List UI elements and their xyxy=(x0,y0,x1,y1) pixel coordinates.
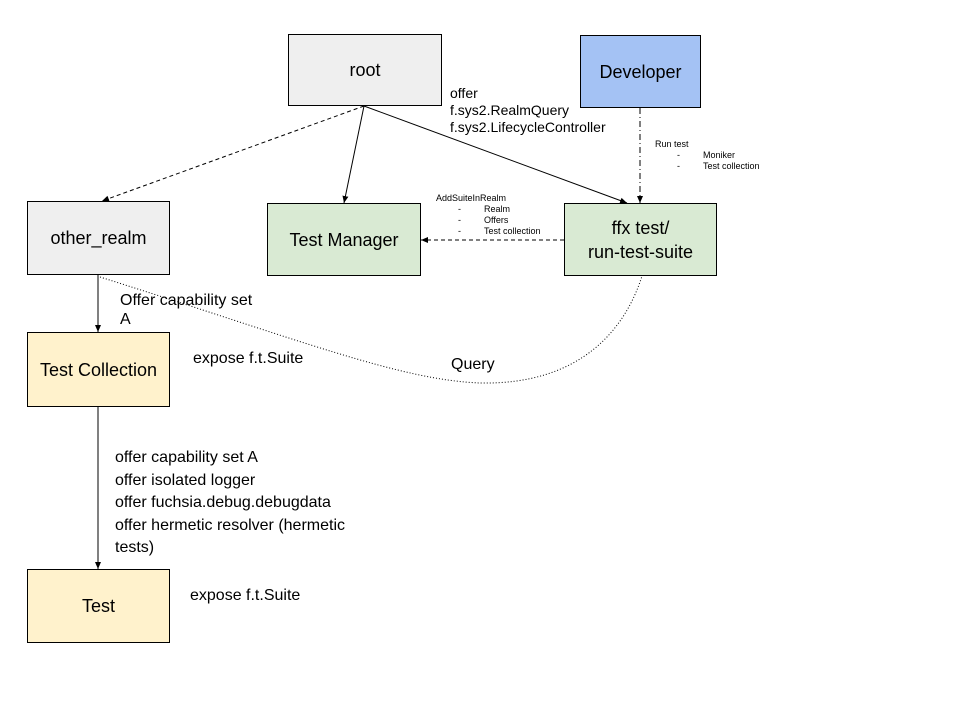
edge-root-ffx xyxy=(363,105,628,204)
label-collection-to-test: offer capability set A offer isolated lo… xyxy=(115,447,345,560)
node-root-label: root xyxy=(349,60,381,80)
label-test-expose: expose f.t.Suite xyxy=(190,587,301,604)
label-item: Test collection xyxy=(436,226,541,237)
label-line: offer hermetic resolver (hermetic xyxy=(115,516,345,534)
label-item: Offers xyxy=(436,215,541,226)
label-line: f.sys2.RealmQuery xyxy=(450,102,570,118)
label-line: A xyxy=(120,311,131,328)
node-test: Test xyxy=(27,569,170,643)
node-ffx-label-line1: ffx test/ xyxy=(611,217,670,238)
label-developer-to-ffx: Run test Moniker Test collection xyxy=(655,139,760,172)
node-other-realm: other_realm xyxy=(27,201,170,275)
label-line: offer xyxy=(450,85,478,101)
edge-root-other-realm xyxy=(101,105,365,202)
label-item: Moniker xyxy=(655,150,760,161)
node-test-manager: Test Manager xyxy=(267,203,421,276)
label-item: Realm xyxy=(436,204,541,215)
node-developer: Developer xyxy=(580,35,701,108)
node-root: root xyxy=(288,34,442,106)
node-test-collection: Test Collection xyxy=(27,332,170,407)
edge-root-test-manager xyxy=(342,105,365,204)
node-test-manager-label: Test Manager xyxy=(289,229,399,250)
label-line: tests) xyxy=(115,539,155,556)
label-item: Test collection xyxy=(655,161,760,172)
label-root-to-ffx: offer f.sys2.RealmQuery f.sys2.Lifecycle… xyxy=(450,85,606,136)
label-ffx-to-test-manager: AddSuiteInRealm Realm Offers Test collec… xyxy=(436,193,541,237)
label-line: Offer capability set xyxy=(120,292,253,309)
node-ffx-label-line2: run-test-suite xyxy=(587,241,694,262)
label-line: f.sys2.LifecycleController xyxy=(450,119,606,135)
node-test-collection-label: Test Collection xyxy=(39,359,158,380)
label-line: offer isolated logger xyxy=(115,471,256,489)
label-other-realm-to-collection: Offer capability set A xyxy=(120,291,252,329)
label-collection-expose: expose f.t.Suite xyxy=(193,350,304,367)
label-title: AddSuiteInRealm xyxy=(436,193,507,203)
label-line: offer fuchsia.debug.debugdata xyxy=(115,494,331,511)
label-title: Run test xyxy=(655,139,689,149)
node-ffx-test: ffx test/ run-test-suite xyxy=(564,203,717,276)
label-query: Query xyxy=(451,356,495,373)
node-other-realm-label: other_realm xyxy=(50,228,147,248)
node-developer-label: Developer xyxy=(599,61,682,82)
node-test-label: Test xyxy=(81,596,115,616)
label-line: offer capability set A xyxy=(115,449,258,466)
